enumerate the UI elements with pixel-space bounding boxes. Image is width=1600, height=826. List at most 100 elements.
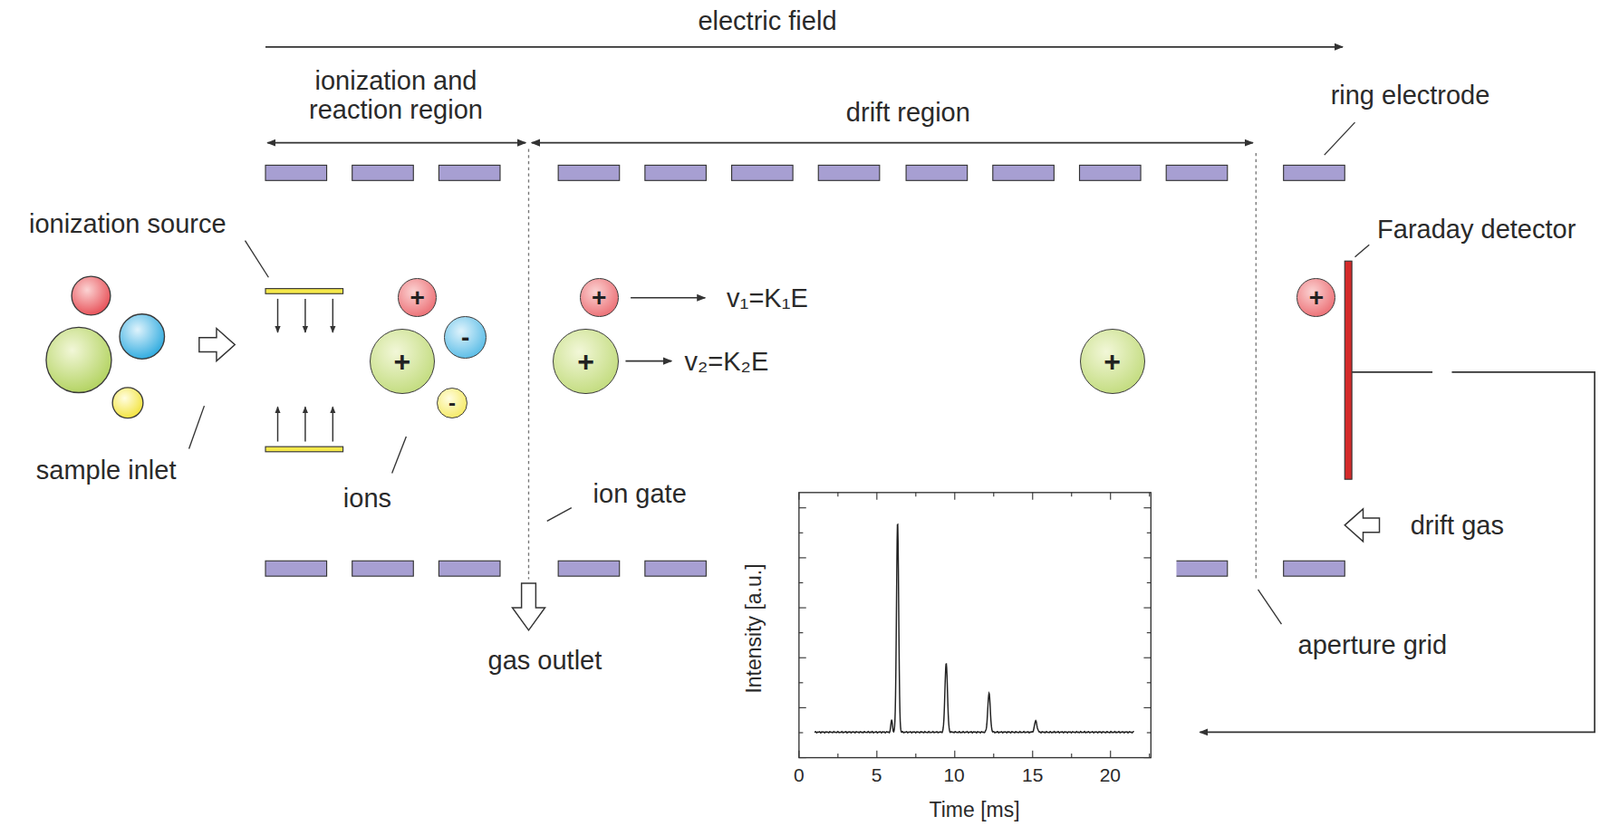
leader-line [392, 436, 407, 474]
inlet-arrow [199, 328, 235, 362]
tick [799, 707, 807, 709]
ion-charge: - [448, 392, 456, 415]
ring-electrode [992, 164, 1055, 181]
ionization-plate [265, 446, 344, 453]
tick [1146, 682, 1152, 684]
ring-electrode [438, 560, 501, 577]
tick [799, 557, 807, 559]
chart-frame [799, 492, 1151, 759]
ring-electrode [645, 560, 707, 577]
tick [992, 492, 994, 498]
tick [799, 632, 804, 634]
tick [799, 682, 804, 684]
ring-electrode [558, 560, 620, 577]
tick [1148, 492, 1150, 498]
tick [799, 507, 807, 509]
chart-background [711, 483, 1176, 826]
tick [799, 732, 804, 733]
tick [915, 492, 916, 498]
tick [799, 657, 807, 659]
ring-electrode [818, 164, 880, 181]
part-label: drift region [846, 97, 971, 127]
axis-label: 10 [943, 764, 964, 787]
region-arrow [267, 142, 526, 145]
radiation-arrow [332, 298, 334, 333]
axis-label: 20 [1099, 764, 1121, 787]
tick [1146, 532, 1152, 534]
region-arrow [531, 142, 1254, 145]
field-arrow [265, 46, 1343, 49]
ion-charge: + [393, 346, 411, 376]
tick [954, 492, 955, 501]
radiation-arrow [332, 406, 334, 442]
leader-line [547, 508, 572, 522]
tick [1109, 751, 1111, 759]
ring-electrode [732, 164, 794, 181]
tick [1031, 492, 1033, 501]
axis-label: 0 [793, 764, 805, 787]
tick [876, 492, 878, 501]
ion-circle: + [1296, 278, 1336, 318]
velocity-arrow [625, 360, 672, 363]
tick [1031, 751, 1033, 759]
faraday-detector [1344, 260, 1352, 480]
tick [954, 751, 955, 759]
tick [799, 757, 807, 759]
tick [837, 492, 839, 498]
ion-gate-line [528, 148, 530, 579]
ion-charge: + [1309, 285, 1324, 311]
part-label: v₂=K₂E [684, 346, 770, 376]
part-label: ions [343, 482, 392, 512]
tick [837, 753, 839, 759]
axis-label: 15 [1021, 764, 1043, 787]
tick [1109, 492, 1111, 501]
ring-electrode [1283, 560, 1346, 577]
part-label: Faraday detector [1377, 214, 1576, 244]
radiation-arrow [304, 406, 306, 442]
leader-line [1355, 244, 1370, 258]
axis-label: 5 [871, 764, 883, 787]
part-label: ion gate [593, 479, 687, 509]
gas-outlet-arrow [511, 583, 545, 631]
tick [1143, 607, 1151, 608]
radiation-arrow [277, 406, 279, 442]
ion-charge: + [1103, 346, 1121, 376]
tick [1148, 753, 1150, 759]
ring-electrode [438, 164, 501, 181]
leader-line [189, 405, 205, 449]
ring-electrode [906, 164, 968, 181]
ion-circle: + [369, 328, 435, 395]
aperture-grid-line [1255, 153, 1257, 580]
leader-line [1258, 589, 1282, 625]
part-label: drift gas [1410, 510, 1504, 540]
ion-circle: + [579, 278, 619, 318]
ion-charge: - [461, 325, 470, 351]
velocity-arrow [630, 297, 705, 299]
radiation-arrows [278, 298, 334, 443]
part-label: electric field [697, 5, 837, 35]
tick [798, 492, 800, 501]
ionization-plate [265, 289, 344, 295]
ion-charge: + [591, 285, 607, 311]
ion-charge: + [409, 285, 425, 311]
tick [1143, 507, 1151, 509]
molecule [46, 327, 112, 393]
molecule [119, 314, 165, 360]
part-label: ring electrode [1330, 80, 1491, 110]
tick [1070, 492, 1072, 498]
tick [1146, 732, 1152, 733]
axis-label: Time [ms] [929, 800, 1021, 824]
part-label: aperture grid [1298, 630, 1447, 660]
ring-electrode [265, 164, 328, 181]
tick [1143, 557, 1151, 559]
tick [1143, 757, 1151, 759]
tick [799, 607, 807, 608]
molecule [71, 276, 111, 316]
part-label: v₁=K₁E [726, 283, 809, 313]
tick [1143, 707, 1151, 709]
tick [992, 753, 994, 759]
ring-electrode [1283, 164, 1346, 181]
drift-gas-arrow [1344, 509, 1379, 542]
